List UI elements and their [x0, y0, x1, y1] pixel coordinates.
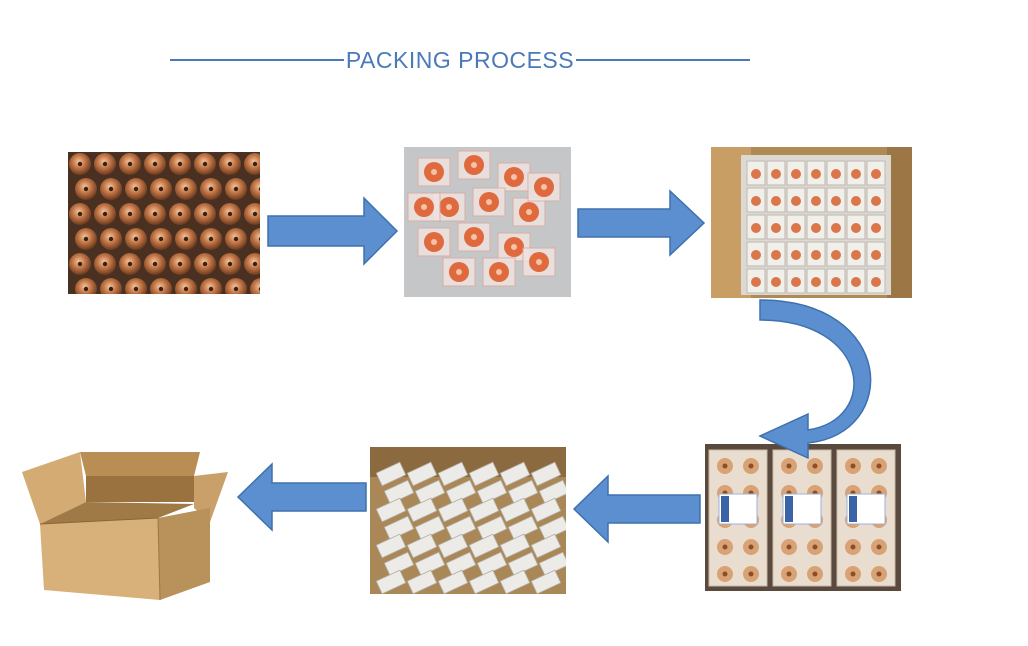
box-filled-image — [711, 147, 912, 298]
carton-box — [18, 432, 230, 602]
photo-box-filled — [711, 147, 912, 298]
arrow-right-2 — [577, 189, 706, 257]
page-title: PACKING PROCESS — [345, 46, 575, 73]
photo-copper-nozzles — [68, 152, 260, 294]
arrow-right-1 — [267, 196, 399, 266]
trays-image — [705, 444, 901, 591]
copper-nozzles-image — [68, 152, 260, 294]
photo-trays-in-box — [370, 447, 566, 594]
photo-bagged-nozzles — [404, 147, 571, 297]
bagged-nozzles-image — [404, 147, 571, 297]
carton-box-image — [22, 452, 228, 601]
title-line-left — [170, 59, 344, 61]
trays-in-box-image — [370, 447, 566, 594]
arrow-curved-down — [758, 299, 872, 460]
arrow-left-4 — [236, 462, 367, 532]
title-line-right — [576, 59, 750, 61]
title-banner: PACKING PROCESS — [170, 44, 750, 76]
arrow-left-3 — [572, 474, 701, 544]
photo-trays — [705, 444, 901, 591]
